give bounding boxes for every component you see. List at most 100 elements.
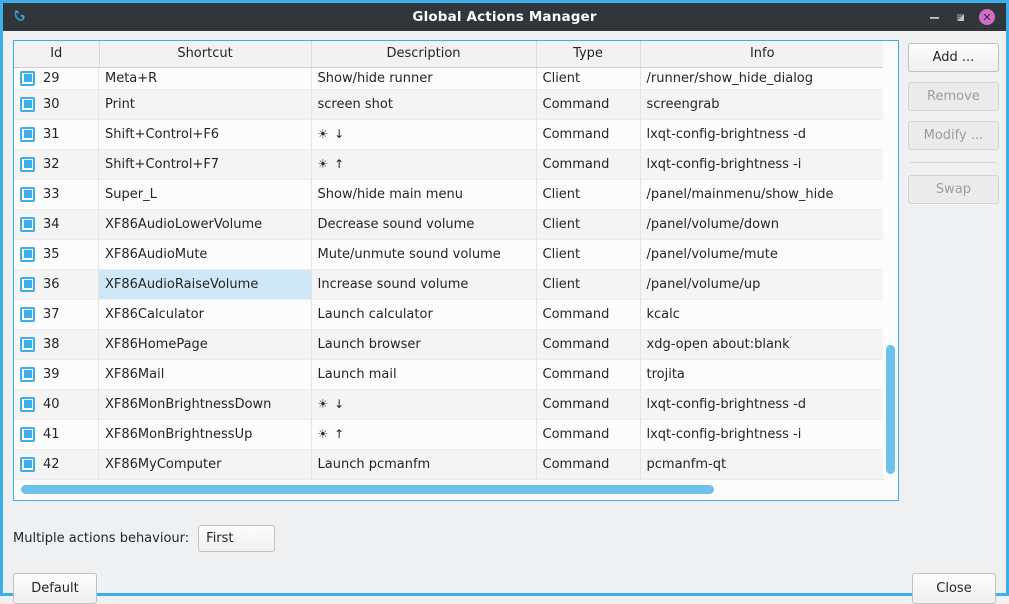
cell-type[interactable]: Client (536, 240, 640, 270)
cell-description[interactable]: ☀ ↑ (311, 150, 536, 180)
cell-info[interactable]: lxqt-config-brightness -d (640, 390, 884, 420)
close-button[interactable]: Close (912, 573, 996, 604)
column-header-info[interactable]: Info (640, 41, 884, 67)
table-row[interactable]: 39XF86MailLaunch mailCommandtrojita (14, 360, 884, 390)
table-row[interactable]: 29Meta+RShow/hide runnerClient/runner/sh… (14, 67, 884, 90)
cell-shortcut[interactable]: XF86MonBrightnessUp (99, 420, 311, 450)
row-checkbox[interactable] (20, 71, 35, 86)
cell-info[interactable]: /runner/show_hide_dialog (640, 67, 884, 90)
cell-info[interactable]: trojita (640, 360, 884, 390)
cell-type[interactable]: Client (536, 67, 640, 90)
behaviour-select[interactable]: First ⱟ (198, 525, 275, 552)
row-checkbox[interactable] (20, 427, 35, 442)
cell-id[interactable]: 39 (14, 360, 99, 390)
row-checkbox[interactable] (20, 457, 35, 472)
table-row[interactable]: 38XF86HomePageLaunch browserCommandxdg-o… (14, 330, 884, 360)
row-checkbox[interactable] (20, 307, 35, 322)
cell-id[interactable]: 29 (14, 68, 99, 90)
cell-shortcut[interactable]: Super_L (99, 180, 311, 210)
table-row[interactable]: 35XF86AudioMuteMute/unmute sound volumeC… (14, 240, 884, 270)
remove-button[interactable]: Remove (908, 82, 999, 111)
cell-info[interactable]: screengrab (640, 90, 884, 120)
cell-type[interactable]: Command (536, 150, 640, 180)
cell-id[interactable]: 38 (14, 330, 99, 360)
row-checkbox[interactable] (20, 217, 35, 232)
row-checkbox[interactable] (20, 247, 35, 262)
cell-type[interactable]: Client (536, 210, 640, 240)
cell-id[interactable]: 41 (14, 420, 99, 450)
cell-info[interactable]: /panel/volume/mute (640, 240, 884, 270)
cell-shortcut[interactable]: Shift+Control+F7 (99, 150, 311, 180)
cell-type[interactable]: Command (536, 390, 640, 420)
cell-type[interactable]: Command (536, 120, 640, 150)
cell-info[interactable]: xdg-open about:blank (640, 330, 884, 360)
cell-description[interactable]: ☀ ↓ (311, 120, 536, 150)
table-row[interactable]: 37XF86CalculatorLaunch calculatorCommand… (14, 300, 884, 330)
shortcuts-table-container[interactable]: Id ⱟ Shortcut Description Type Info 29Me… (13, 40, 899, 501)
table-row[interactable]: 41XF86MonBrightnessUp☀ ↑Commandlxqt-conf… (14, 420, 884, 450)
cell-id[interactable]: 40 (14, 390, 99, 420)
cell-id[interactable]: 35 (14, 240, 99, 270)
row-checkbox[interactable] (20, 367, 35, 382)
table-row[interactable]: 42XF86MyComputerLaunch pcmanfmCommandpcm… (14, 450, 884, 480)
cell-type[interactable]: Command (536, 420, 640, 450)
row-checkbox[interactable] (20, 127, 35, 142)
cell-shortcut[interactable]: XF86HomePage (99, 330, 311, 360)
column-header-shortcut[interactable]: Shortcut (99, 41, 311, 67)
cell-description[interactable]: Show/hide runner (311, 67, 536, 90)
cell-description[interactable]: Decrease sound volume (311, 210, 536, 240)
cell-description[interactable]: Launch calculator (311, 300, 536, 330)
cell-id[interactable]: 30 (14, 90, 99, 120)
maximize-icon[interactable] (953, 10, 968, 25)
column-header-description[interactable]: Description (311, 41, 536, 67)
cell-type[interactable]: Client (536, 270, 640, 300)
column-header-id[interactable]: Id ⱟ (14, 41, 99, 67)
cell-type[interactable]: Command (536, 90, 640, 120)
titlebar[interactable]: Global Actions Manager ✕ (3, 0, 1006, 31)
vertical-scrollbar-thumb[interactable] (886, 345, 895, 474)
cell-shortcut[interactable]: XF86MonBrightnessDown (99, 390, 311, 420)
cell-shortcut[interactable]: XF86Calculator (99, 300, 311, 330)
cell-shortcut[interactable]: XF86AudioRaiseVolume (99, 270, 311, 300)
cell-info[interactable]: /panel/volume/up (640, 270, 884, 300)
cell-description[interactable]: Launch mail (311, 360, 536, 390)
close-icon[interactable]: ✕ (979, 9, 995, 25)
cell-description[interactable]: screen shot (311, 90, 536, 120)
row-checkbox[interactable] (20, 97, 35, 112)
cell-info[interactable]: pcmanfm-qt (640, 450, 884, 480)
cell-type[interactable]: Command (536, 450, 640, 480)
cell-id[interactable]: 31 (14, 120, 99, 150)
minimize-icon[interactable] (927, 10, 942, 25)
row-checkbox[interactable] (20, 157, 35, 172)
cell-description[interactable]: Launch browser (311, 330, 536, 360)
row-checkbox[interactable] (20, 337, 35, 352)
cell-description[interactable]: Increase sound volume (311, 270, 536, 300)
table-row[interactable]: 34XF86AudioLowerVolumeDecrease sound vol… (14, 210, 884, 240)
row-checkbox[interactable] (20, 397, 35, 412)
cell-description[interactable]: ☀ ↑ (311, 420, 536, 450)
row-checkbox[interactable] (20, 187, 35, 202)
cell-description[interactable]: Launch pcmanfm (311, 450, 536, 480)
cell-type[interactable]: Command (536, 330, 640, 360)
cell-id[interactable]: 42 (14, 450, 99, 480)
column-header-type[interactable]: Type (536, 41, 640, 67)
cell-info[interactable]: /panel/volume/down (640, 210, 884, 240)
cell-shortcut[interactable]: Print (99, 90, 311, 120)
cell-info[interactable]: kcalc (640, 300, 884, 330)
horizontal-scrollbar[interactable] (15, 481, 897, 497)
table-row[interactable]: 32Shift+Control+F7☀ ↑Commandlxqt-config-… (14, 150, 884, 180)
cell-info[interactable]: lxqt-config-brightness -d (640, 120, 884, 150)
table-row[interactable]: 40XF86MonBrightnessDown☀ ↓Commandlxqt-co… (14, 390, 884, 420)
cell-id[interactable]: 36 (14, 270, 99, 300)
cell-id[interactable]: 34 (14, 210, 99, 240)
cell-shortcut[interactable]: Meta+R (99, 67, 311, 90)
default-button[interactable]: Default (13, 573, 97, 604)
cell-type[interactable]: Client (536, 180, 640, 210)
cell-info[interactable]: /panel/mainmenu/show_hide (640, 180, 884, 210)
vertical-scrollbar[interactable] (883, 42, 897, 475)
row-checkbox[interactable] (20, 277, 35, 292)
swap-button[interactable]: Swap (908, 175, 999, 204)
table-row[interactable]: 31Shift+Control+F6☀ ↓Commandlxqt-config-… (14, 120, 884, 150)
cell-description[interactable]: ☀ ↓ (311, 390, 536, 420)
table-row[interactable]: 36XF86AudioRaiseVolumeIncrease sound vol… (14, 270, 884, 300)
